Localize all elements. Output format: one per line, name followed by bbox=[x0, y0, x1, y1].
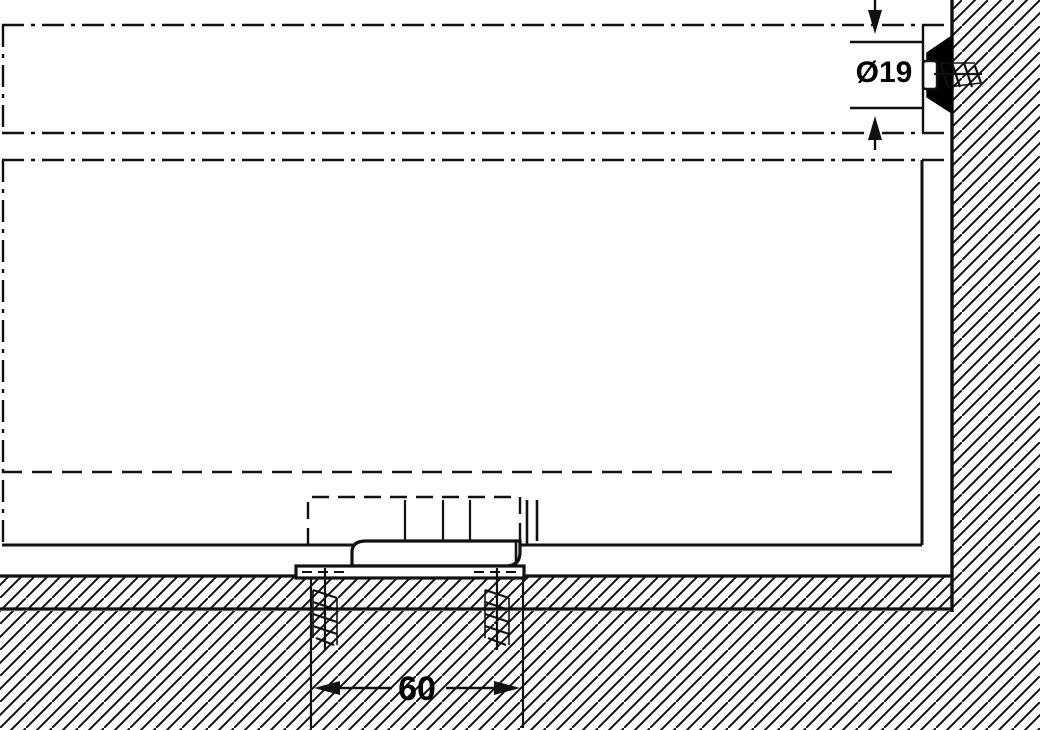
dimension-label-dia19: Ø19 bbox=[856, 56, 913, 89]
floor-screw-left bbox=[312, 568, 338, 650]
wall-section bbox=[950, 0, 1040, 610]
dimension-dia19 bbox=[850, 0, 925, 150]
wall-fixing-screw bbox=[934, 62, 983, 88]
dimension-label-60: 60 bbox=[398, 670, 436, 708]
wall-below-floor bbox=[952, 576, 1040, 730]
floor-screw-right bbox=[484, 568, 510, 650]
guide-base-plate bbox=[294, 564, 526, 580]
sliding-door-floor-guide-body bbox=[350, 500, 539, 568]
floor-lower-slab bbox=[0, 611, 1040, 730]
cabinet-carcase-outline bbox=[1, 158, 950, 545]
dimension-60 bbox=[309, 578, 525, 728]
floor-upper-layer bbox=[0, 574, 1040, 611]
upper-door-panel-outline bbox=[1, 23, 950, 135]
door-panel-hidden-ribs bbox=[403, 500, 472, 545]
